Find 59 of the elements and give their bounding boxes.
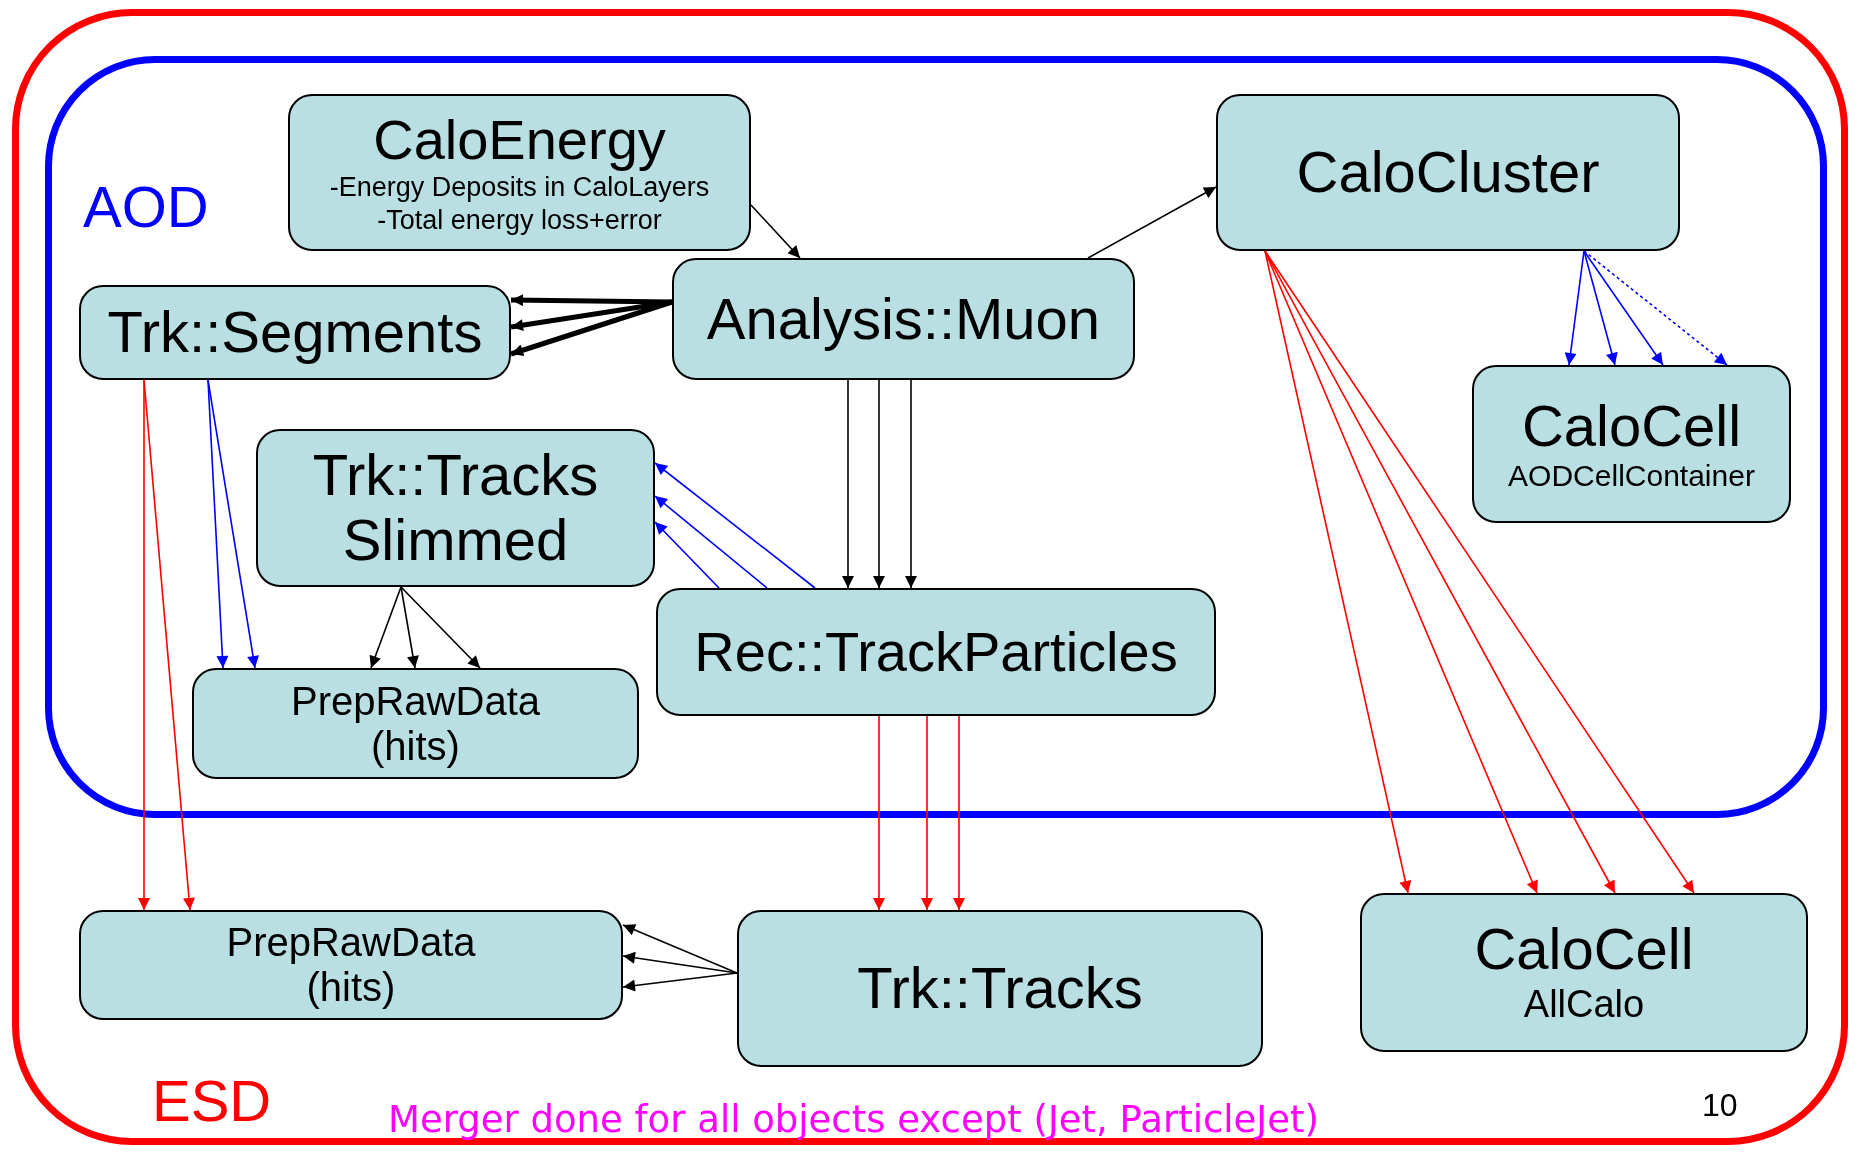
box-title: CaloEnergy	[373, 108, 666, 172]
arrow	[921, 715, 933, 911]
arrow	[905, 379, 917, 589]
box-title: Trk::Tracks	[857, 956, 1143, 1021]
region-frame	[45, 56, 1827, 818]
arrow	[1564, 250, 1585, 366]
arrow	[1264, 250, 1616, 894]
box-title: CaloCluster	[1296, 140, 1600, 205]
box-title: Trk::Tracks Slimmed	[311, 443, 600, 573]
data-box	[79, 910, 623, 1020]
arrow	[1264, 250, 1695, 894]
arrow	[873, 715, 885, 911]
box-title: Trk::Segments	[107, 300, 483, 365]
region-label: AOD	[83, 178, 209, 236]
data-box	[192, 668, 639, 779]
arrow	[400, 586, 481, 669]
arrow	[622, 924, 738, 974]
box-title: PrepRawData (hits)	[290, 678, 541, 769]
box-subtitle: -Energy Deposits in CaloLayers	[329, 171, 710, 204]
data-box	[672, 258, 1135, 380]
box-title: Rec::TrackParticles	[694, 620, 1178, 684]
arrow	[750, 204, 801, 259]
arrow	[369, 586, 402, 669]
arrow	[654, 495, 768, 589]
box-title: PrepRawData (hits)	[225, 920, 477, 1010]
box-subtitle: AODCellContainer	[1508, 458, 1755, 495]
arrow	[1583, 250, 1728, 366]
data-box	[1216, 94, 1680, 251]
arrow	[654, 462, 816, 589]
arrow	[510, 299, 673, 357]
data-box	[79, 285, 511, 380]
data-box	[1360, 893, 1808, 1052]
arrow	[842, 379, 854, 589]
arrow	[622, 972, 738, 992]
arrow	[1087, 186, 1217, 259]
region-frame	[12, 9, 1848, 1145]
data-box	[737, 910, 1263, 1067]
data-box	[256, 429, 655, 587]
arrow	[510, 294, 673, 307]
box-title: CaloCell	[1474, 917, 1694, 983]
box-subtitle: -Total energy loss+error	[377, 203, 662, 237]
footnote: Merger done for all objects except (Jet, ParticleJet)	[388, 1098, 1319, 1141]
arrow	[1583, 250, 1664, 366]
box-subtitle: AllCalo	[1523, 982, 1645, 1028]
region-label: ESD	[152, 1072, 272, 1130]
arrow	[207, 379, 259, 669]
box-title: CaloCell	[1521, 393, 1742, 459]
arrow	[1583, 250, 1618, 366]
arrow	[400, 586, 419, 669]
arrow	[873, 379, 885, 589]
arrow	[143, 379, 195, 911]
page-number: 10	[1702, 1087, 1738, 1124]
arrow	[953, 715, 965, 911]
data-box	[288, 94, 751, 251]
box-title: Analysis::Muon	[706, 286, 1101, 352]
arrow	[207, 379, 229, 669]
data-box	[1472, 365, 1791, 523]
arrow	[654, 521, 720, 589]
data-box	[656, 588, 1216, 716]
